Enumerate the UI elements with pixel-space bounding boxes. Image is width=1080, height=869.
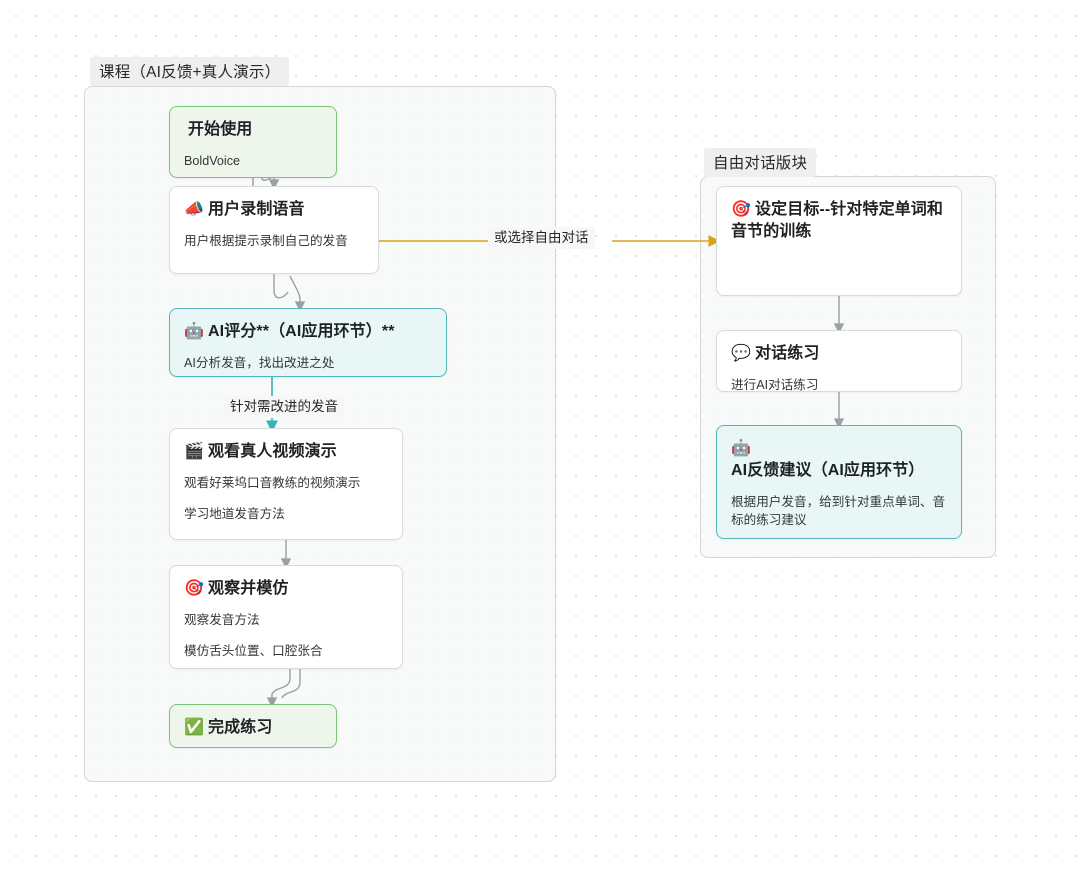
node-title: 🎯观察并模仿 xyxy=(184,578,289,597)
node-title: 🎯设定目标--针对特定单词和音节的训练 xyxy=(731,199,943,241)
node-watch-video-demo[interactable]: 🎬观看真人视频演示 观看好莱坞口音教练的视频演示 学习地道发音方法 xyxy=(169,428,403,540)
node-complete-practice[interactable]: ✅完成练习 xyxy=(169,704,337,748)
target-icon: 🎯 xyxy=(184,578,205,597)
node-desc: 学习地道发音方法 xyxy=(184,507,285,522)
robot-icon: 🤖 xyxy=(731,438,752,457)
node-title: 🎬观看真人视频演示 xyxy=(184,441,337,460)
node-title: 🤖AI反馈建议（AI应用环节） xyxy=(731,438,925,480)
node-desc: 根据用户发音，给到针对重点单词、音标的练习建议 xyxy=(731,495,946,528)
clapperboard-icon: 🎬 xyxy=(184,441,205,460)
node-set-goal[interactable]: 🎯设定目标--针对特定单词和音节的训练 xyxy=(716,186,962,296)
node-ai-scoring[interactable]: 🤖AI评分**（AI应用环节）** AI分析发音，找出改进之处 xyxy=(169,308,447,377)
node-desc: 模仿舌头位置、口腔张合 xyxy=(184,644,323,659)
node-desc: 观察发音方法 xyxy=(184,613,260,628)
node-title: 开始使用 xyxy=(188,121,253,138)
group-course-label: 课程（AI反馈+真人演示） xyxy=(90,57,290,86)
edge-label-free-dialog: 或选择自由对话 xyxy=(488,227,595,249)
node-desc: AI分析发音，找出改进之处 xyxy=(184,356,335,371)
robot-icon: 🤖 xyxy=(184,321,205,340)
megaphone-icon: 📣 xyxy=(184,199,205,218)
group-free-dialog-label: 自由对话版块 xyxy=(704,148,817,177)
node-desc: 用户根据提示录制自己的发音 xyxy=(184,234,348,249)
node-dialog-practice[interactable]: 💬对话练习 进行AI对话练习 xyxy=(716,330,962,392)
node-title: 💬对话练习 xyxy=(731,343,820,362)
node-observe-and-imitate[interactable]: 🎯观察并模仿 观察发音方法 模仿舌头位置、口腔张合 xyxy=(169,565,403,669)
speech-balloon-icon: 💬 xyxy=(731,343,752,362)
target-icon: 🎯 xyxy=(731,199,752,218)
node-title: 🤖AI评分**（AI应用环节）** xyxy=(184,321,395,340)
node-user-record-voice[interactable]: 📣用户录制语音 用户根据提示录制自己的发音 xyxy=(169,186,379,274)
node-ai-feedback-suggestion[interactable]: 🤖AI反馈建议（AI应用环节） 根据用户发音，给到针对重点单词、音标的练习建议 xyxy=(716,425,962,539)
node-desc: BoldVoice xyxy=(184,154,241,169)
node-desc: 观看好莱坞口音教练的视频演示 xyxy=(184,476,361,491)
node-title: 📣用户录制语音 xyxy=(184,199,305,218)
node-title: ✅完成练习 xyxy=(184,717,273,736)
node-desc: 进行AI对话练习 xyxy=(731,378,819,393)
node-start-using[interactable]: 开始使用 BoldVoice xyxy=(169,106,337,178)
edge-label-improve: 针对需改进的发音 xyxy=(224,396,344,418)
check-mark-icon: ✅ xyxy=(184,717,205,736)
